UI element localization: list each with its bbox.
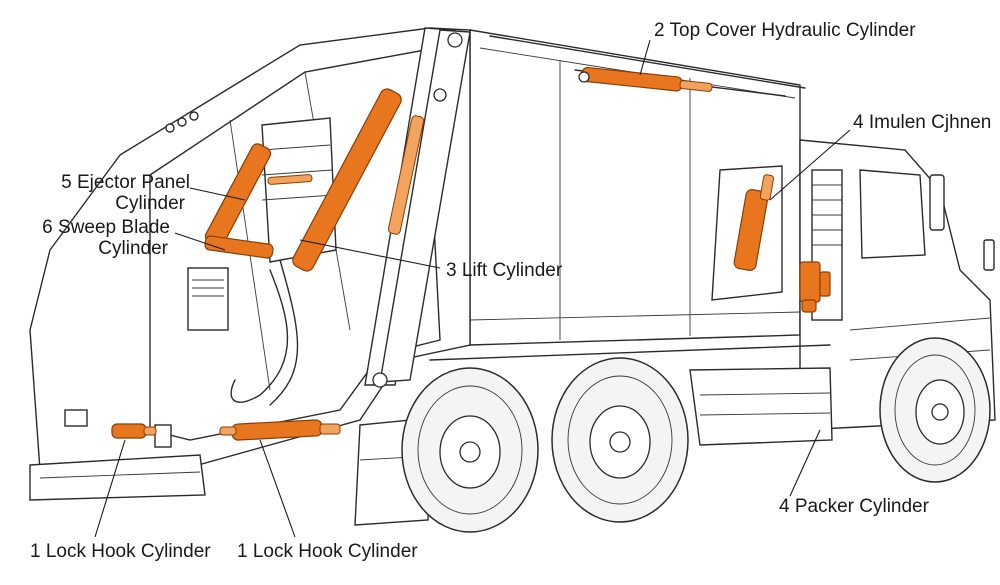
lock-hook-cylinder-left [111,423,157,439]
label-ejector-panel-line1: 5 Ejector Panel [61,172,190,193]
label-lift-cylinder: 3 Lift Cylinder [446,260,563,281]
label-packer-cylinder: 4 Packer Cylinder [779,496,929,517]
sweep-blade-cylinder [204,235,274,259]
label-lock-hook-right: 1 Lock Hook Cylinder [237,541,418,562]
leader-lines [94,39,851,538]
top-cover-cylinder [578,66,713,92]
rear-wheel-1 [401,367,539,533]
label-cab-cylinder: 4 Imulen Cjhnen [853,112,992,133]
label-lock-hook-left: 1 Lock Hook Cylinder [30,541,211,562]
label-ejector-panel-line2: Cylinder [115,193,185,214]
truck-body [469,29,806,346]
rear-wheel-2 [551,357,689,523]
packer-cylinder-marker [801,299,817,313]
cab-cylinder [733,174,775,271]
label-sweep-blade-line1: 6 Sweep Blade [42,217,170,238]
label-top-cover-cylinder: 2 Top Cover Hydraulic Cylinder [654,20,916,41]
lift-arms [364,27,471,388]
lock-hook-cylinder-right [219,419,341,441]
front-wheel [879,337,991,483]
lift-cylinder [292,88,425,272]
label-sweep-blade-line2: Cylinder [98,238,168,259]
